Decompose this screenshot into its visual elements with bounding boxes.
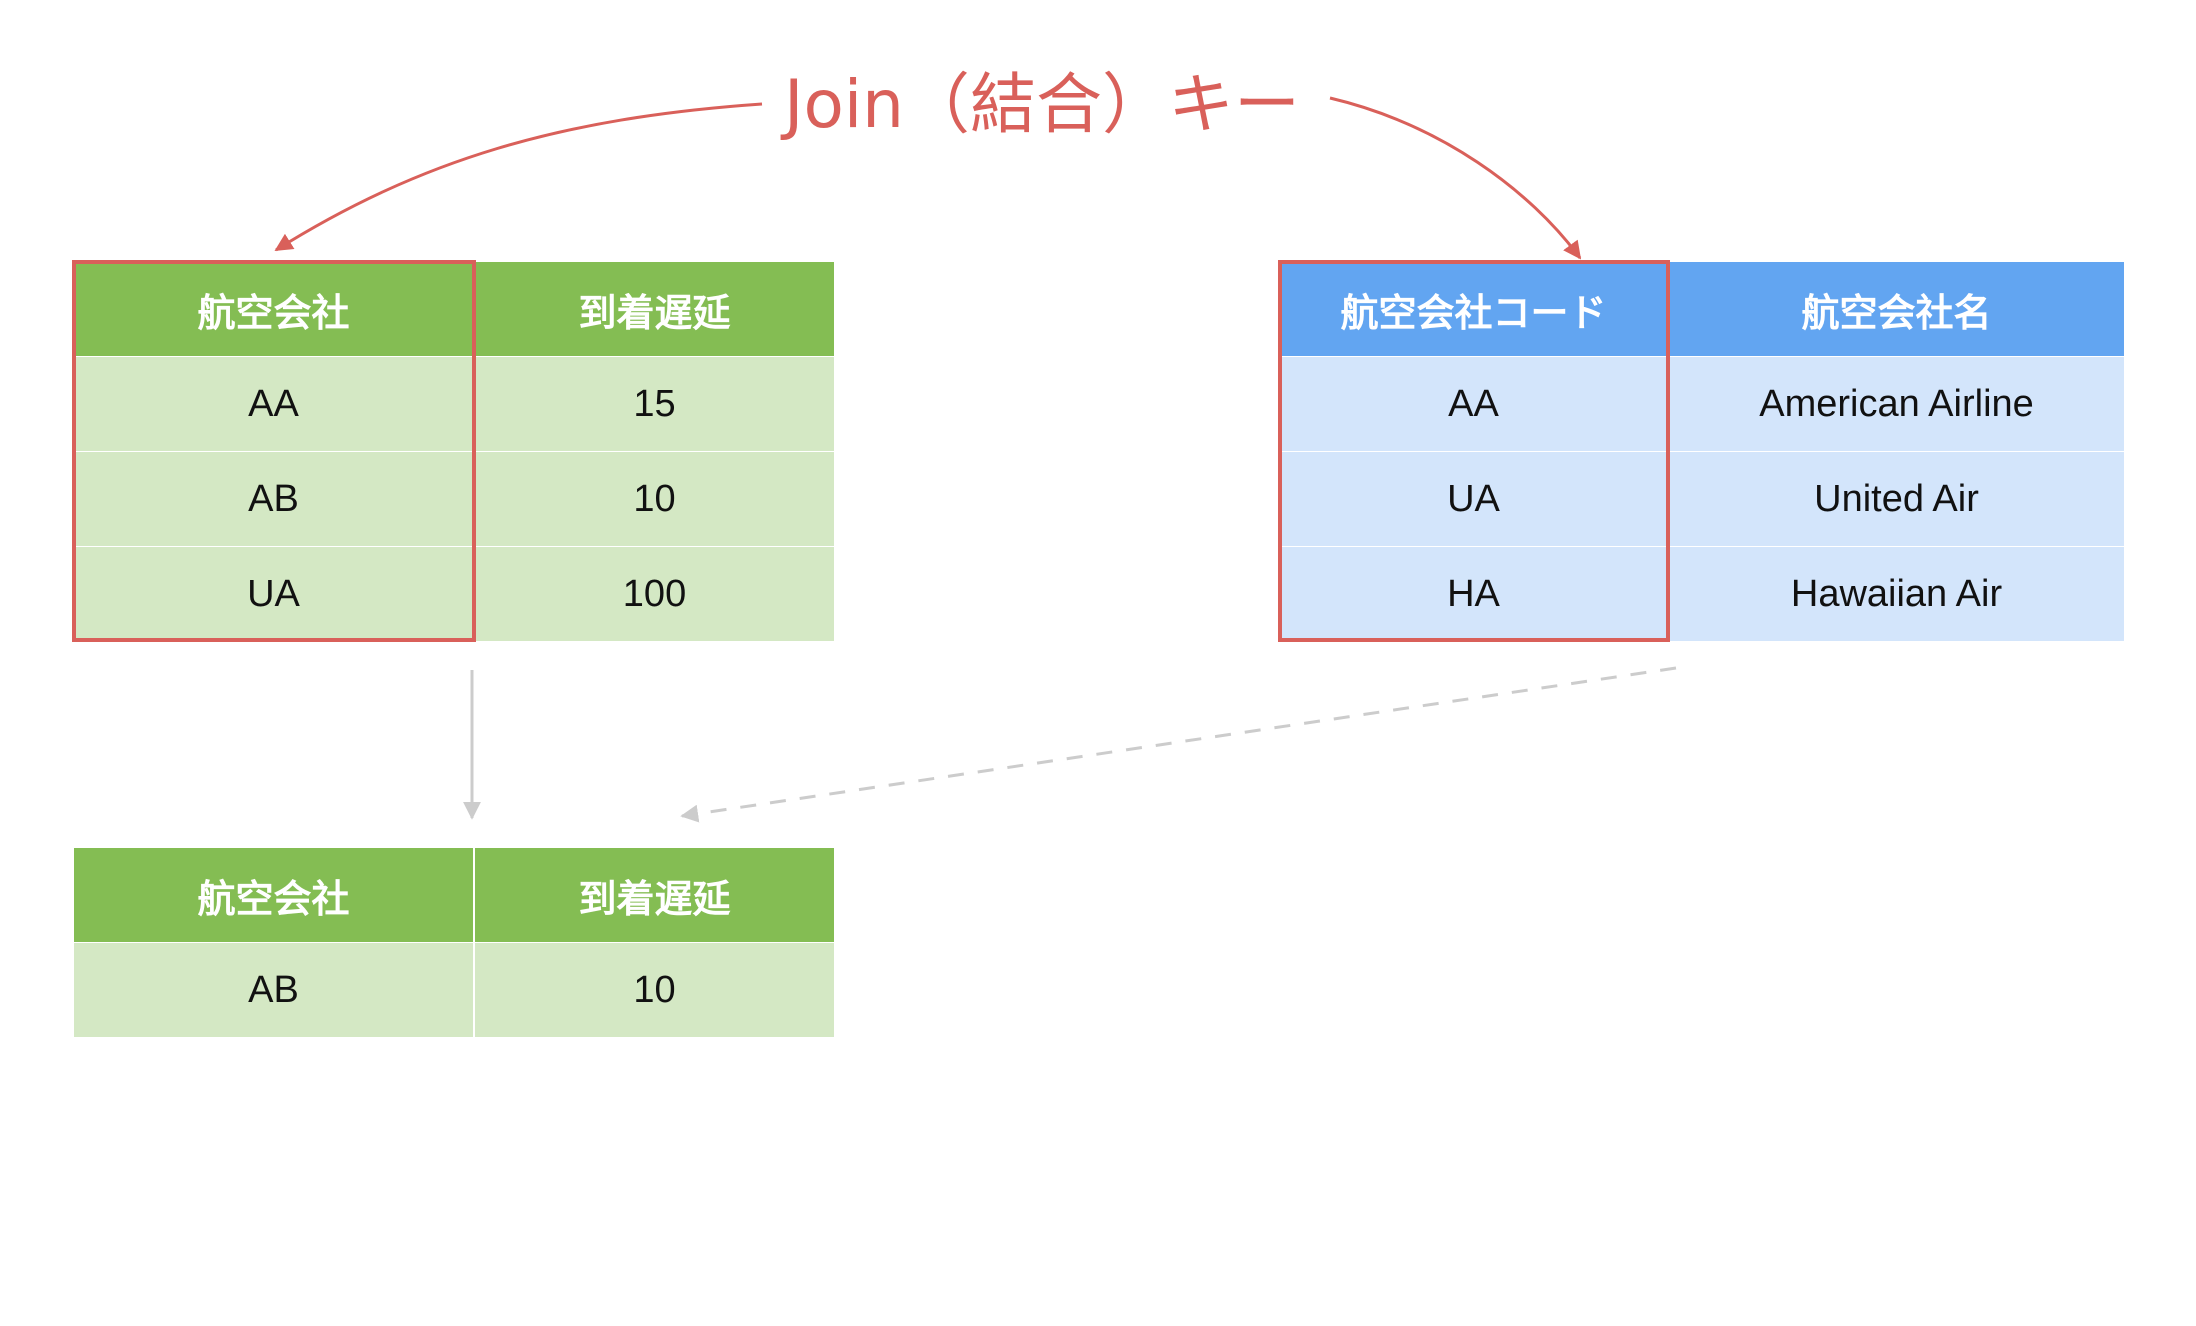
table-cell: 100 — [473, 546, 834, 641]
table-cell: AB — [74, 942, 474, 1037]
table-cell: AB — [74, 451, 474, 547]
connector-dashed-arrow — [680, 666, 1677, 823]
table-row: UA 100 — [74, 546, 834, 641]
table-header-row: 航空会社コード 航空会社名 — [1280, 262, 2124, 357]
table-row: UA United Air — [1280, 451, 2124, 547]
table-cell: American Airline — [1667, 356, 2124, 452]
left-table: 航空会社 到着遅延 AA 15 AB 10 UA 100 — [74, 262, 834, 641]
table-cell: 10 — [473, 942, 834, 1037]
table-cell: HA — [1280, 546, 1668, 641]
table-row: AA American Airline — [1280, 356, 2124, 452]
table-header-row: 航空会社 到着遅延 — [74, 848, 834, 943]
table-row: AB 10 — [74, 451, 834, 547]
table-cell: UA — [74, 546, 474, 641]
table-cell: UA — [1280, 451, 1668, 547]
table-row: AB 10 — [74, 942, 834, 1037]
table-header-row: 航空会社 到着遅延 — [74, 262, 834, 357]
header-airline-name: 航空会社名 — [1667, 262, 2124, 357]
header-airline: 航空会社 — [74, 848, 474, 943]
header-airline-code: 航空会社コード — [1280, 262, 1668, 357]
table-row: AA 15 — [74, 356, 834, 452]
header-arrival-delay: 到着遅延 — [473, 262, 834, 357]
table-cell: AA — [74, 356, 474, 452]
result-table: 航空会社 到着遅延 AB 10 — [74, 848, 834, 1037]
join-arrow-right — [1329, 96, 1582, 260]
header-airline: 航空会社 — [74, 262, 474, 357]
header-arrival-delay: 到着遅延 — [473, 848, 834, 943]
table-cell: 10 — [473, 451, 834, 547]
join-key-label: Join（結合）キー — [783, 66, 1300, 143]
table-cell: AA — [1280, 356, 1668, 452]
table-cell: 15 — [473, 356, 834, 452]
table-cell: Hawaiian Air — [1667, 546, 2124, 641]
table-cell: United Air — [1667, 451, 2124, 547]
table-row: HA Hawaiian Air — [1280, 546, 2124, 641]
join-arrow-left — [274, 102, 763, 252]
right-table: 航空会社コード 航空会社名 AA American Airline UA Uni… — [1280, 262, 2124, 641]
